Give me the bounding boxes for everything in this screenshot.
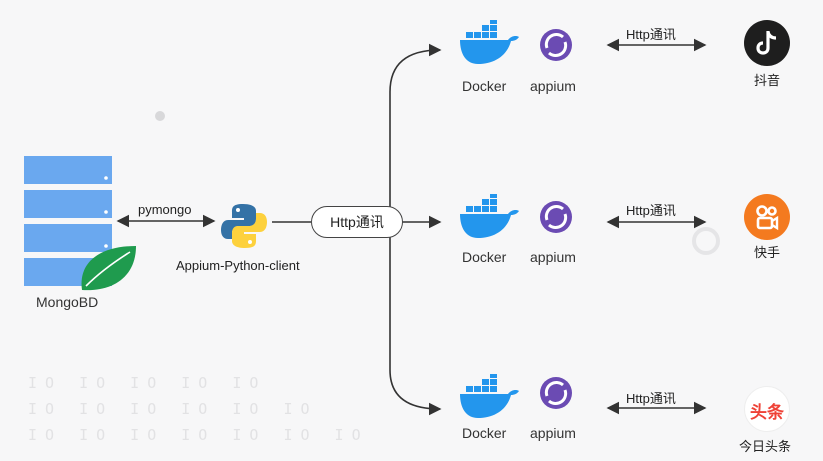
douyin-app-icon [744,20,790,66]
python-logo-icon [221,204,267,248]
appium-icon [540,29,572,61]
http-link-label: Http通讯 [626,203,676,218]
appium-label: appium [530,78,576,94]
appium-label: appium [530,425,576,441]
arrow-hub-node-1 [389,43,442,223]
docker-label: Docker [462,425,507,441]
arrow-hub-node-3 [389,222,442,416]
http-hub: Http通讯 [311,206,403,238]
background-decoration: IO IO IO IO IO IO IO [28,426,369,444]
http-link-label: Http通讯 [626,391,676,406]
http-link-label: Http通讯 [626,27,676,42]
docker-icon [460,194,519,238]
docker-label: Docker [462,78,507,94]
appium-icon [540,201,572,233]
docker-icon [460,374,519,418]
database-label: MongoBD [36,294,99,310]
server-stack-icon [24,156,136,291]
app-label: 快手 [754,245,781,260]
kuaishou-app-icon [744,194,790,240]
client-label: Appium-Python-client [176,258,300,273]
pymongo-label: pymongo [138,202,192,217]
background-decoration: IO IO IO IO IO [28,374,267,392]
app-label: 抖音 [754,73,781,88]
toutiao-logo-text: 头条 [750,403,784,422]
toutiao-app-icon: 头条 [744,386,790,432]
app-label: 今日头条 [739,439,792,454]
background-decoration: IO IO IO IO IO IO [28,400,318,418]
docker-label: Docker [462,249,507,265]
appium-icon [540,377,572,409]
appium-label: appium [530,249,576,265]
docker-icon [460,20,519,64]
